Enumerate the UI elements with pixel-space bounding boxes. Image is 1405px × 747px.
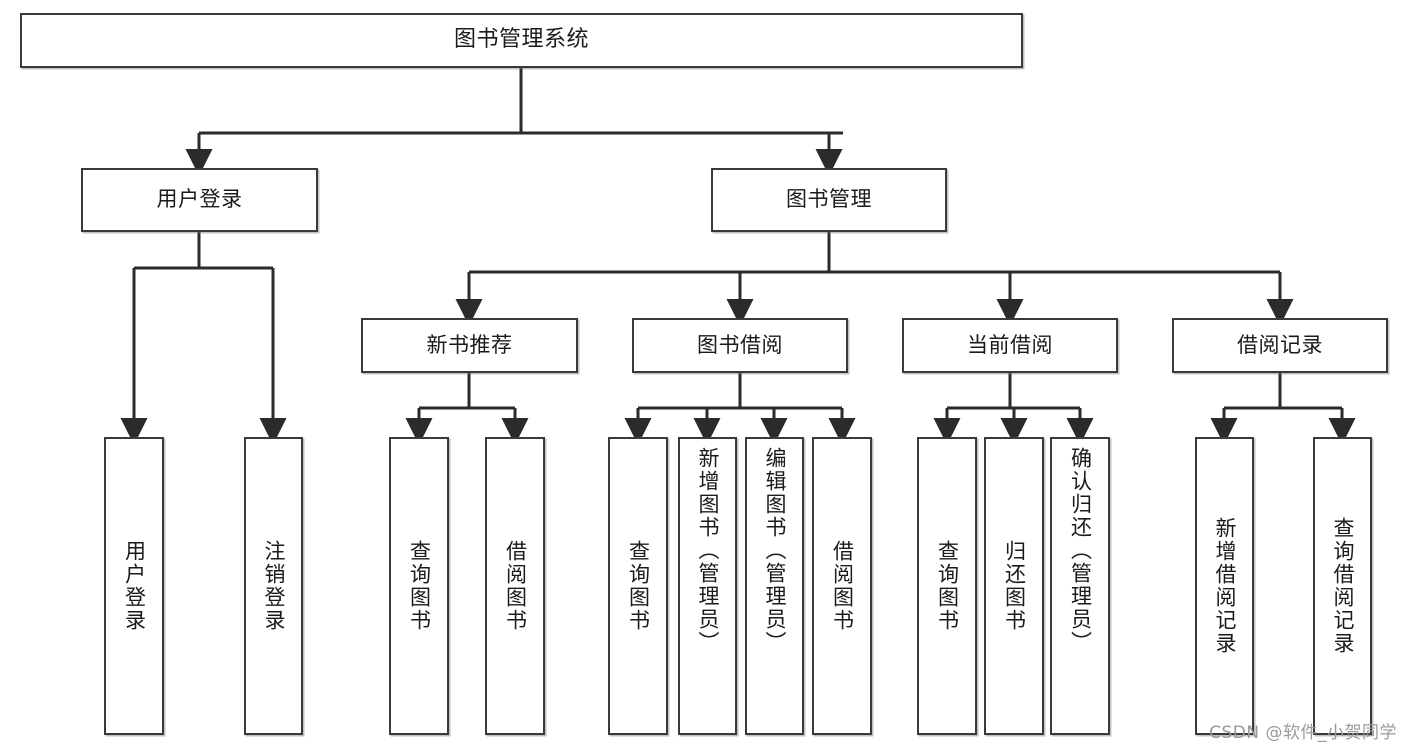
node-label: 新增借阅记录 xyxy=(1213,517,1237,655)
node-current-borrow[interactable]: 当前借阅 xyxy=(902,318,1118,373)
node-root-system[interactable]: 图书管理系统 xyxy=(20,13,1023,68)
node-label: 借阅图书 xyxy=(503,540,528,632)
leaf-confirm-return-admin[interactable]: 确认归还（管理员） xyxy=(1050,437,1110,735)
node-book-borrow[interactable]: 图书借阅 xyxy=(632,318,848,373)
connector-group-root xyxy=(185,68,843,176)
node-label: 借阅图书 xyxy=(830,540,855,632)
leaf-query-book-borrow[interactable]: 查询图书 xyxy=(608,437,668,735)
node-label: 图书管理 xyxy=(786,187,872,212)
leaf-query-book-current[interactable]: 查询图书 xyxy=(917,437,977,735)
leaf-add-borrow-record[interactable]: 新增借阅记录 xyxy=(1195,437,1254,735)
leaf-edit-book-admin[interactable]: 编辑图书（管理员） xyxy=(745,437,804,735)
connector-group-book-management xyxy=(455,232,1294,326)
node-label: 用户登录 xyxy=(156,187,243,212)
node-new-book-recommend[interactable]: 新书推荐 xyxy=(361,318,578,373)
node-label: 新增图书（管理员） xyxy=(696,447,720,654)
connector-group-book-borrow xyxy=(624,373,856,445)
node-label: 用户登录 xyxy=(122,540,147,632)
leaf-user-login[interactable]: 用户登录 xyxy=(104,437,164,735)
node-label: 当前借阅 xyxy=(967,332,1053,357)
node-label: 图书借阅 xyxy=(697,332,783,357)
node-label: 查询图书 xyxy=(626,540,651,632)
connector-group-current-borrow xyxy=(933,373,1094,445)
connector-group-user-login xyxy=(120,232,287,445)
node-label: 借阅记录 xyxy=(1237,332,1323,357)
node-book-management[interactable]: 图书管理 xyxy=(711,168,947,232)
connector-group-borrow-records xyxy=(1210,373,1356,445)
node-label: 新书推荐 xyxy=(426,332,513,357)
leaf-borrow-book[interactable]: 借阅图书 xyxy=(812,437,872,735)
node-label: 查询图书 xyxy=(935,540,960,632)
leaf-add-book-admin[interactable]: 新增图书（管理员） xyxy=(678,437,737,735)
node-label: 编辑图书（管理员） xyxy=(763,447,787,654)
leaf-borrow-book-recommend[interactable]: 借阅图书 xyxy=(485,437,545,735)
leaf-query-borrow-record[interactable]: 查询借阅记录 xyxy=(1313,437,1372,735)
leaf-return-book[interactable]: 归还图书 xyxy=(984,437,1044,735)
node-label: 归还图书 xyxy=(1002,540,1027,632)
node-user-login[interactable]: 用户登录 xyxy=(81,168,318,232)
node-label: 查询图书 xyxy=(407,540,432,632)
node-label: 注销登录 xyxy=(262,540,286,632)
leaf-logout-login[interactable]: 注销登录 xyxy=(244,437,303,735)
leaf-query-book-recommend[interactable]: 查询图书 xyxy=(389,437,449,735)
connector-group-new-book-recommend xyxy=(405,373,529,445)
node-label: 查询借阅记录 xyxy=(1331,517,1355,655)
node-label: 图书管理系统 xyxy=(453,27,589,53)
node-label: 确认归还（管理员） xyxy=(1068,447,1093,654)
node-borrow-records[interactable]: 借阅记录 xyxy=(1172,318,1388,373)
